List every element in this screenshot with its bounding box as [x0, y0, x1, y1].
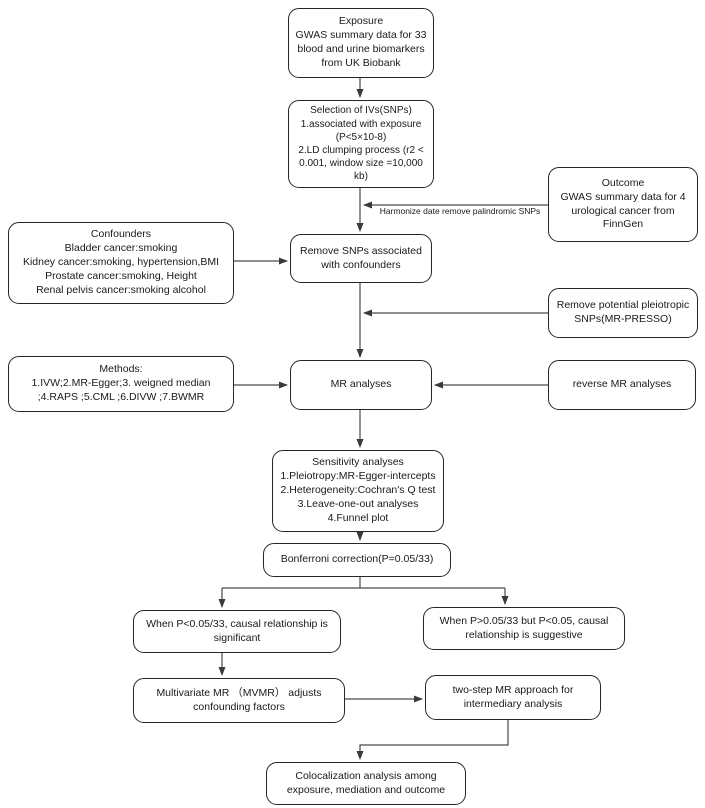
- node-significant-result: When P<0.05/33, causal relationship is s…: [133, 610, 341, 653]
- node-confounders: Confounders Bladder cancer:smoking Kidne…: [8, 222, 234, 304]
- node-iv-selection: Selection of IVs(SNPs) 1.associated with…: [288, 100, 434, 188]
- edge-label-harmonize: Harmonize date remove palindromic SNPs: [379, 206, 541, 216]
- node-multivariate-mr: Multivariate MR （MVMR） adjusts confoundi…: [133, 678, 345, 723]
- node-methods: Methods: 1.IVW;2.MR-Egger;3. weigned med…: [8, 356, 234, 412]
- node-mr-analyses: MR analyses: [290, 360, 432, 410]
- node-bonferroni-correction: Bonferroni correction(P=0.05/33): [263, 543, 451, 577]
- node-sensitivity-analyses: Sensitivity analyses 1.Pleiotropy:MR-Egg…: [272, 450, 444, 532]
- node-two-step-mr: two-step MR approach for intermediary an…: [425, 675, 601, 720]
- node-outcome: Outcome GWAS summary data for 4 urologic…: [548, 167, 698, 242]
- node-reverse-mr-analyses: reverse MR analyses: [548, 360, 696, 410]
- arrow-two-step-to-colocalization: [356, 720, 509, 760]
- node-suggestive-result: When P>0.05/33 but P<0.05, causal relati…: [423, 607, 625, 650]
- node-remove-confounder-snps: Remove SNPs associated with confounders: [290, 234, 432, 283]
- node-exposure: Exposure GWAS summary data for 33 blood …: [288, 8, 434, 78]
- node-colocalization: Colocalization analysis among exposure, …: [266, 762, 466, 805]
- node-mr-presso: Remove potential pleiotropic SNPs(MR-PRE…: [548, 288, 698, 338]
